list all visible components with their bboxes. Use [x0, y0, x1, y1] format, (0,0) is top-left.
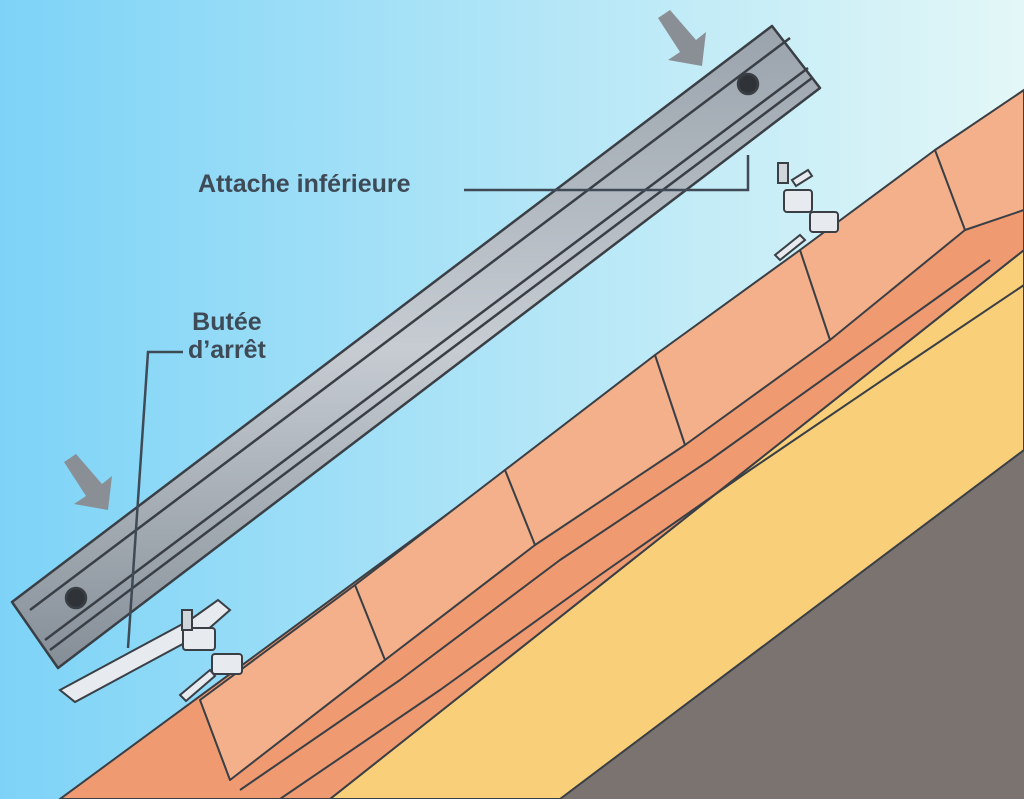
- rail-hole: [736, 72, 760, 96]
- roof-tiles: [199, 89, 1024, 799]
- mounting-rail: [10, 24, 822, 670]
- screw-icon: [181, 162, 789, 631]
- label-butee-line2: d’arrêt: [188, 336, 266, 364]
- label-attache-inferieure: Attache inférieure: [198, 170, 411, 198]
- label-butee-arret: Butée d’arrêt: [188, 308, 266, 364]
- attache-inferieure-hook: [773, 168, 839, 262]
- rail-hole: [64, 586, 88, 610]
- down-right-arrow-icon: [658, 10, 706, 66]
- down-right-arrow-icon: [64, 454, 112, 510]
- label-butee-line1: Butée: [192, 308, 262, 336]
- leader-lines: [126, 155, 750, 649]
